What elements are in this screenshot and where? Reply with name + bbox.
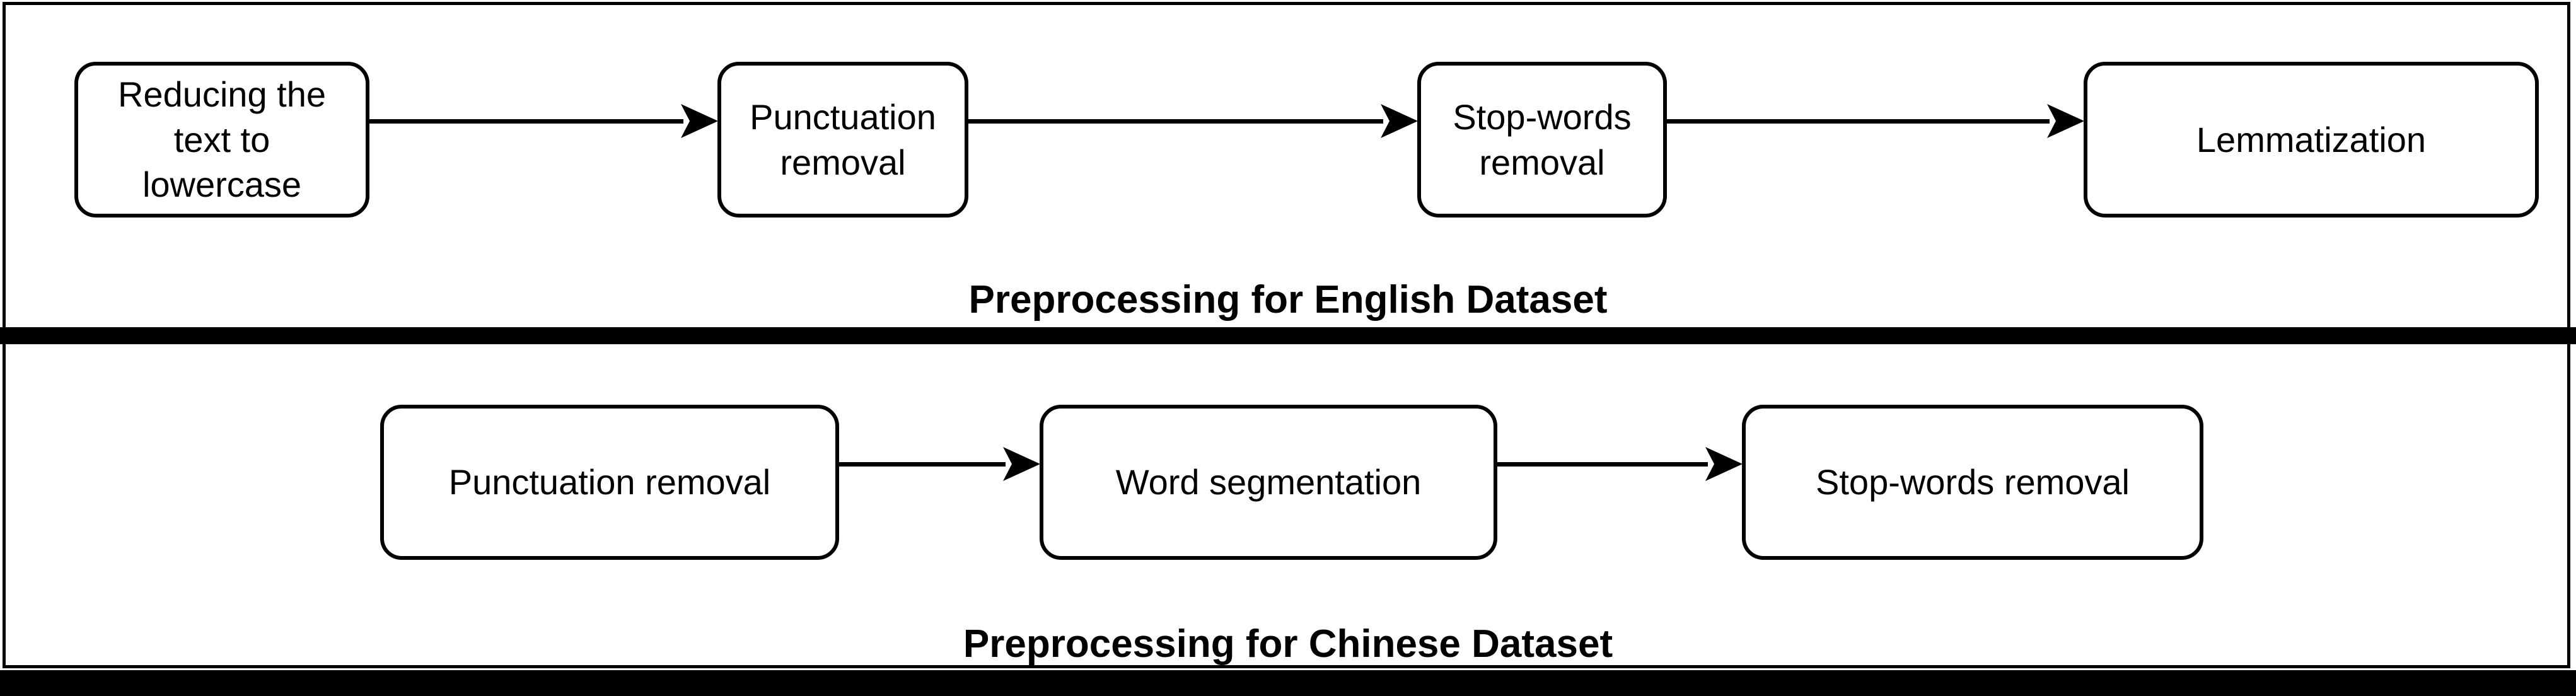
node-punctuation-removal-english[interactable]: Punctuation removal xyxy=(717,62,968,218)
arrow-segmentation-to-stopwords xyxy=(1497,445,1743,483)
caption-english-preprocessing: Preprocessing for English Dataset xyxy=(968,278,1608,322)
bottom-separator-bar xyxy=(0,670,2576,696)
arrow-punctuation-to-segmentation xyxy=(839,445,1040,483)
node-punctuation-removal-chinese[interactable]: Punctuation removal xyxy=(380,405,839,560)
arrow-lowercase-to-punctuation xyxy=(369,102,718,140)
arrow-punctuation-to-stopwords xyxy=(968,102,1418,140)
node-stop-words-removal-english[interactable]: Stop-words removal xyxy=(1417,62,1667,218)
node-reducing-text-to-lowercase[interactable]: Reducing the text to lowercase xyxy=(74,62,369,218)
panel-separator-bar xyxy=(0,327,2576,344)
node-stop-words-removal-chinese[interactable]: Stop-words removal xyxy=(1742,405,2203,560)
caption-chinese-preprocessing: Preprocessing for Chinese Dataset xyxy=(963,622,1613,666)
panel-english-preprocessing: Reducing the text to lowercase Punctuati… xyxy=(0,0,2576,327)
arrow-stopwords-to-lemmatization xyxy=(1667,102,2084,140)
node-word-segmentation[interactable]: Word segmentation xyxy=(1040,405,1497,560)
panel-chinese-preprocessing: Punctuation removal Word segmentation St… xyxy=(0,344,2576,670)
node-lemmatization[interactable]: Lemmatization xyxy=(2084,62,2539,218)
